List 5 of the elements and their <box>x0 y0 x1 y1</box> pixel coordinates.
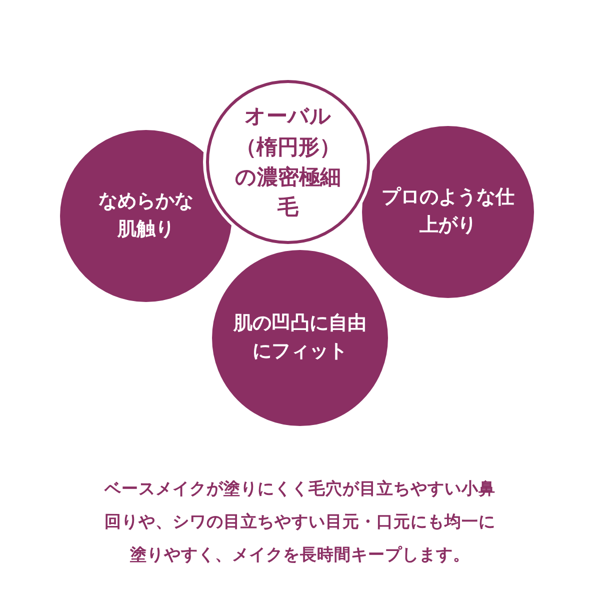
circle-label: プロのような仕上がり <box>382 185 514 238</box>
caption: ベースメイクが塗りにくく毛穴が目立ちやすい小鼻回りや、シワの目立ちやすい目元・口元にも均一に塗りやすく、メイクを長時間キープします。 <box>103 478 496 566</box>
circle-label: オーバル（楕円形）の濃密極細毛 <box>234 103 342 222</box>
circle-label: なめらかな肌触り <box>98 189 194 242</box>
circle-label: 肌の凹凸に自由にフィット <box>234 311 366 364</box>
